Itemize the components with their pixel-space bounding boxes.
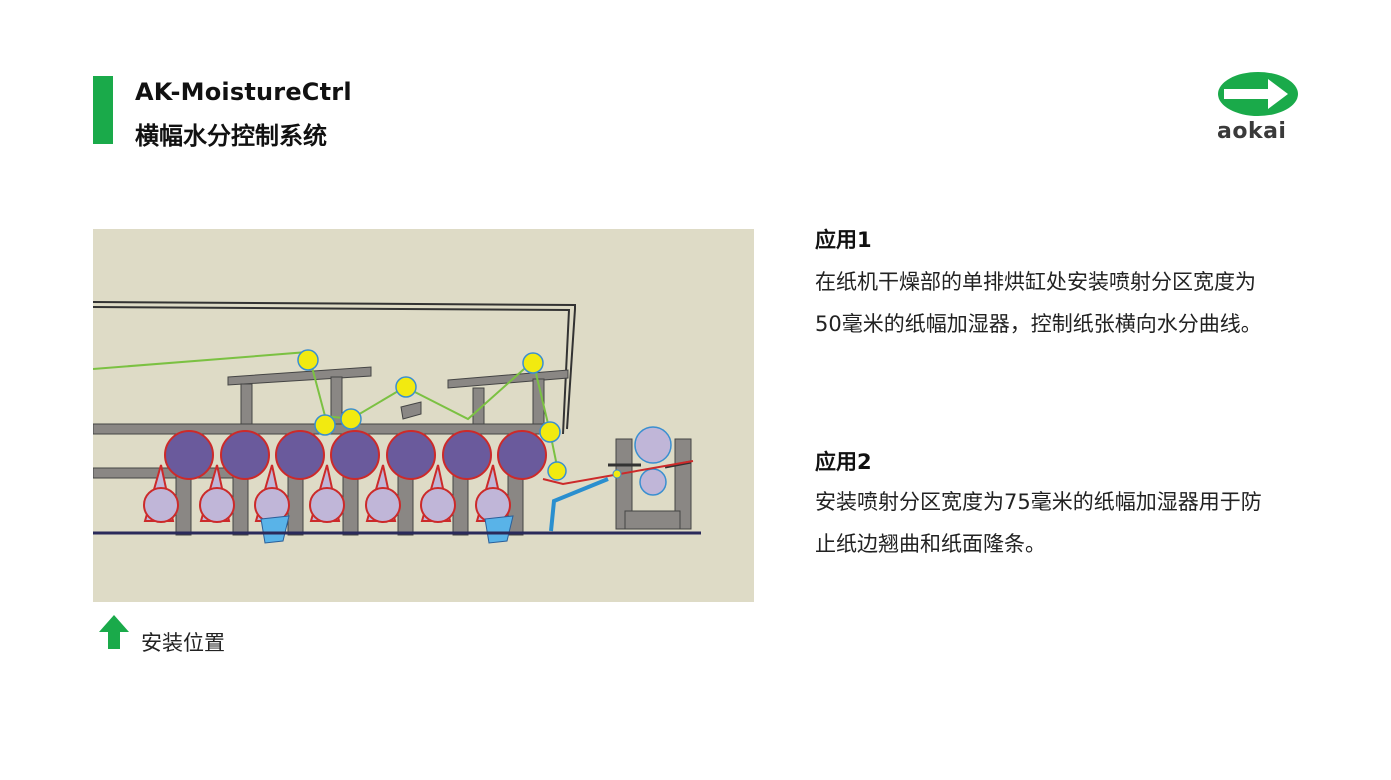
application-2-title: 应用2 — [815, 450, 872, 474]
logo-arrow-icon — [1224, 79, 1288, 109]
page-title-english: AK-MoistureCtrl — [135, 78, 352, 106]
paper-web-line — [542, 460, 694, 486]
green-up-arrow-icon — [99, 615, 129, 649]
application-1-description: 在纸机干燥部的单排烘缸处安装喷射分区宽度为50毫米的纸幅加湿器，控制纸张横向水分… — [815, 270, 1262, 336]
title-accent-bar — [93, 76, 113, 144]
brand-logo-text: aokai — [1217, 119, 1287, 144]
page-title-chinese: 横幅水分控制系统 — [135, 122, 327, 150]
press-section — [608, 426, 692, 530]
installation-position-label: 安装位置 — [141, 631, 225, 655]
dryer-cylinders — [164, 430, 547, 480]
vacuum-rolls — [143, 464, 511, 523]
application-2-description: 安装喷射分区宽度为75毫米的纸幅加湿器用于防止纸边翘曲和纸面隆条。 — [815, 490, 1262, 556]
humidifier-units — [260, 515, 514, 544]
application-1-title: 应用1 — [815, 228, 872, 252]
paper-machine-diagram — [93, 229, 754, 602]
felt-guide-rolls — [297, 349, 567, 481]
felt-frame-line — [93, 301, 576, 435]
blue-conveyor — [549, 477, 609, 532]
brand-logo — [1218, 72, 1298, 116]
upper-support-beams — [227, 366, 569, 425]
press-guide-roll — [612, 469, 622, 479]
